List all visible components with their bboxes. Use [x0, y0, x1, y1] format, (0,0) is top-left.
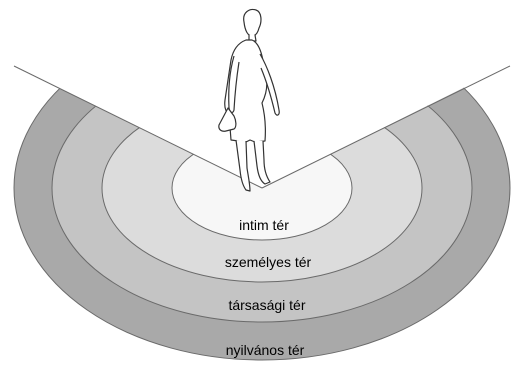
zone-label-social: társasági tér	[228, 297, 305, 313]
standing-woman-icon	[219, 10, 279, 192]
zone-label-public: nyilvános tér	[226, 342, 305, 358]
zone-label-intimate: intim tér	[239, 217, 289, 233]
zone-label-personal: személyes tér	[225, 254, 312, 270]
